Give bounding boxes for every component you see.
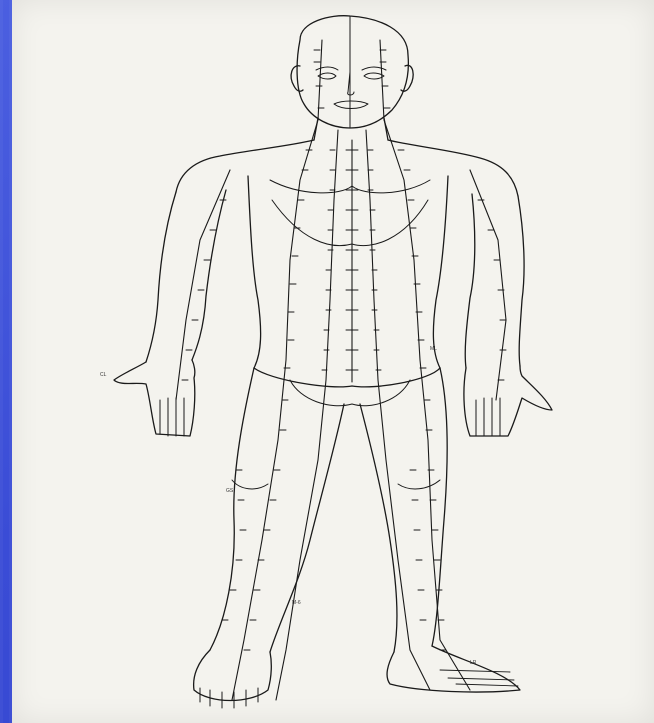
right-arm bbox=[464, 194, 552, 436]
label-knee-left: GS bbox=[226, 488, 234, 494]
legs bbox=[194, 368, 520, 708]
acupoint-ticks bbox=[182, 50, 506, 650]
left-arm bbox=[114, 190, 226, 436]
label-lower-leg: M-6 bbox=[292, 600, 301, 606]
label-right-foot: LR bbox=[470, 660, 477, 666]
head bbox=[291, 16, 413, 128]
point-labels: CL ML GS M-6 LR bbox=[100, 346, 477, 666]
label-left-hand: CL bbox=[100, 372, 107, 378]
meridian-lines bbox=[176, 40, 506, 700]
torso bbox=[176, 118, 518, 406]
label-abdomen-right: ML bbox=[430, 346, 437, 352]
